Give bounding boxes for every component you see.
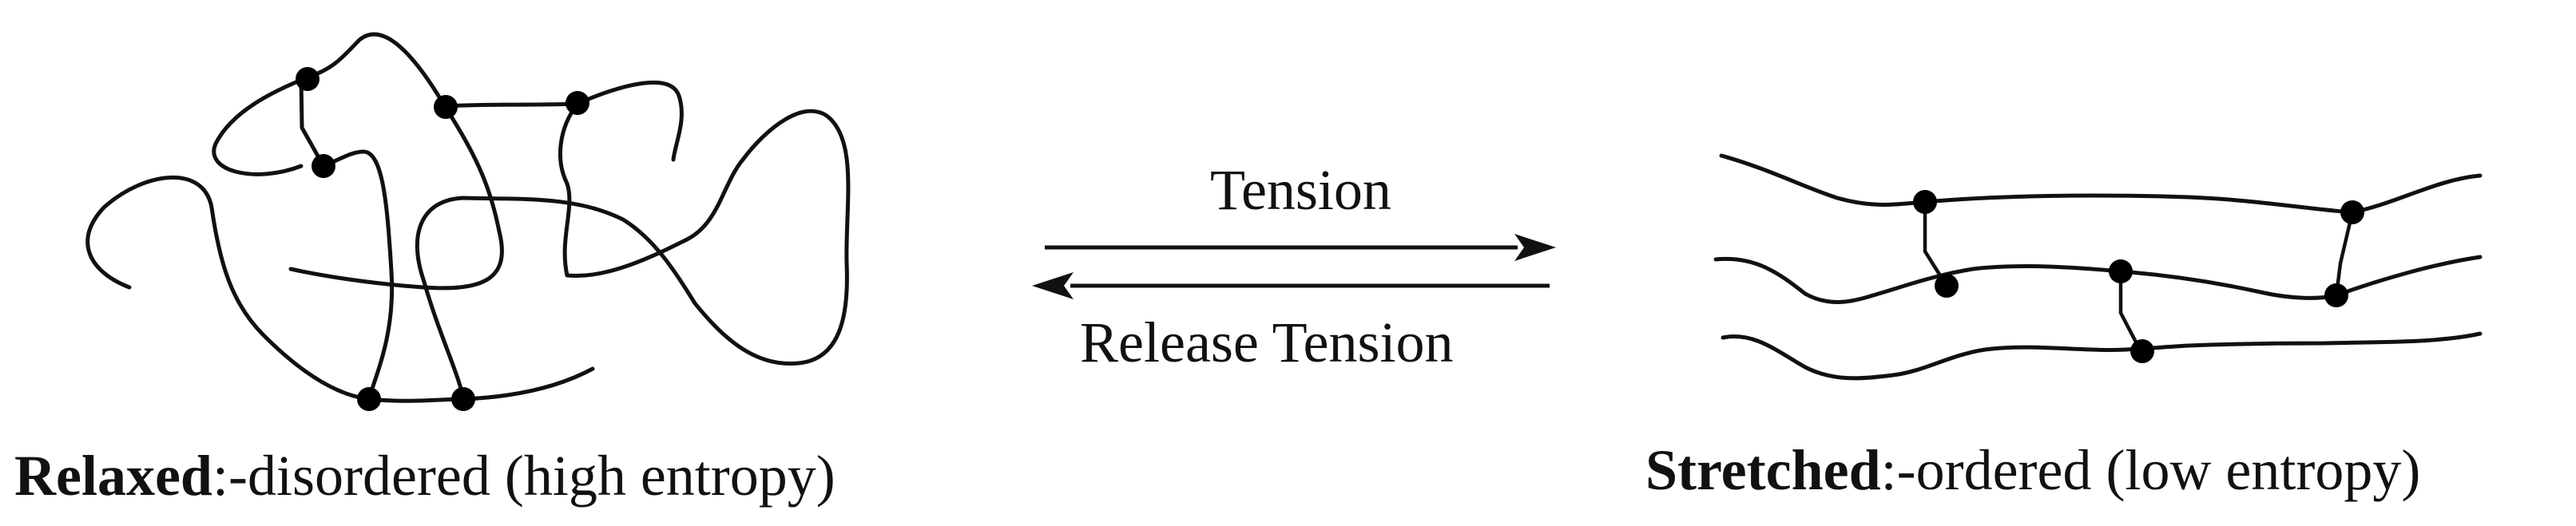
crosslink-node — [312, 154, 335, 178]
stretched-link — [2118, 269, 2143, 354]
relaxed-chain-5 — [575, 80, 684, 162]
crosslink-node — [1913, 190, 1937, 214]
stretched-chain-1 — [1719, 153, 2483, 215]
crosslink-node — [2130, 339, 2154, 363]
stretched-chain-2 — [1713, 255, 2483, 304]
forward-arrow-head — [1514, 234, 1556, 261]
relaxed-chain-1 — [85, 175, 595, 403]
relaxed-chain-3 — [299, 75, 395, 401]
crosslink-node — [566, 91, 589, 115]
release-tension-label: Release Tension — [1080, 310, 1454, 374]
crosslink-node — [1935, 274, 1959, 298]
stretched-network — [1713, 153, 2483, 381]
relaxed-network — [85, 32, 851, 411]
stretched-caption-rest: :-ordered (low entropy) — [1881, 438, 2421, 502]
equilibrium-arrows: Tension Release Tension — [1032, 158, 1556, 374]
relaxed-caption: Relaxed:-disordered (high entropy) — [14, 444, 836, 508]
stretched-link — [2334, 210, 2355, 298]
crosslink-node — [357, 387, 381, 411]
crosslink-node — [2324, 283, 2348, 307]
stretched-chain-3 — [1721, 331, 2483, 381]
crosslink-node — [296, 67, 320, 91]
crosslink-node — [2340, 200, 2364, 224]
stretched-caption: Stretched:-ordered (low entropy) — [1645, 438, 2420, 502]
relaxed-chain-2 — [212, 32, 504, 291]
tension-label: Tension — [1210, 158, 1391, 222]
stretched-link — [1923, 200, 1949, 288]
crosslink-node — [451, 387, 475, 411]
relaxed-caption-bold: Relaxed — [14, 444, 212, 508]
stretched-caption-bold: Stretched — [1645, 438, 1881, 502]
relaxed-caption-rest: :-disordered (high entropy) — [212, 444, 836, 508]
crosslink-node — [2109, 259, 2133, 283]
crosslink-node — [434, 95, 458, 119]
reverse-arrow-head — [1032, 272, 1074, 299]
relaxed-chain-4 — [415, 101, 851, 401]
